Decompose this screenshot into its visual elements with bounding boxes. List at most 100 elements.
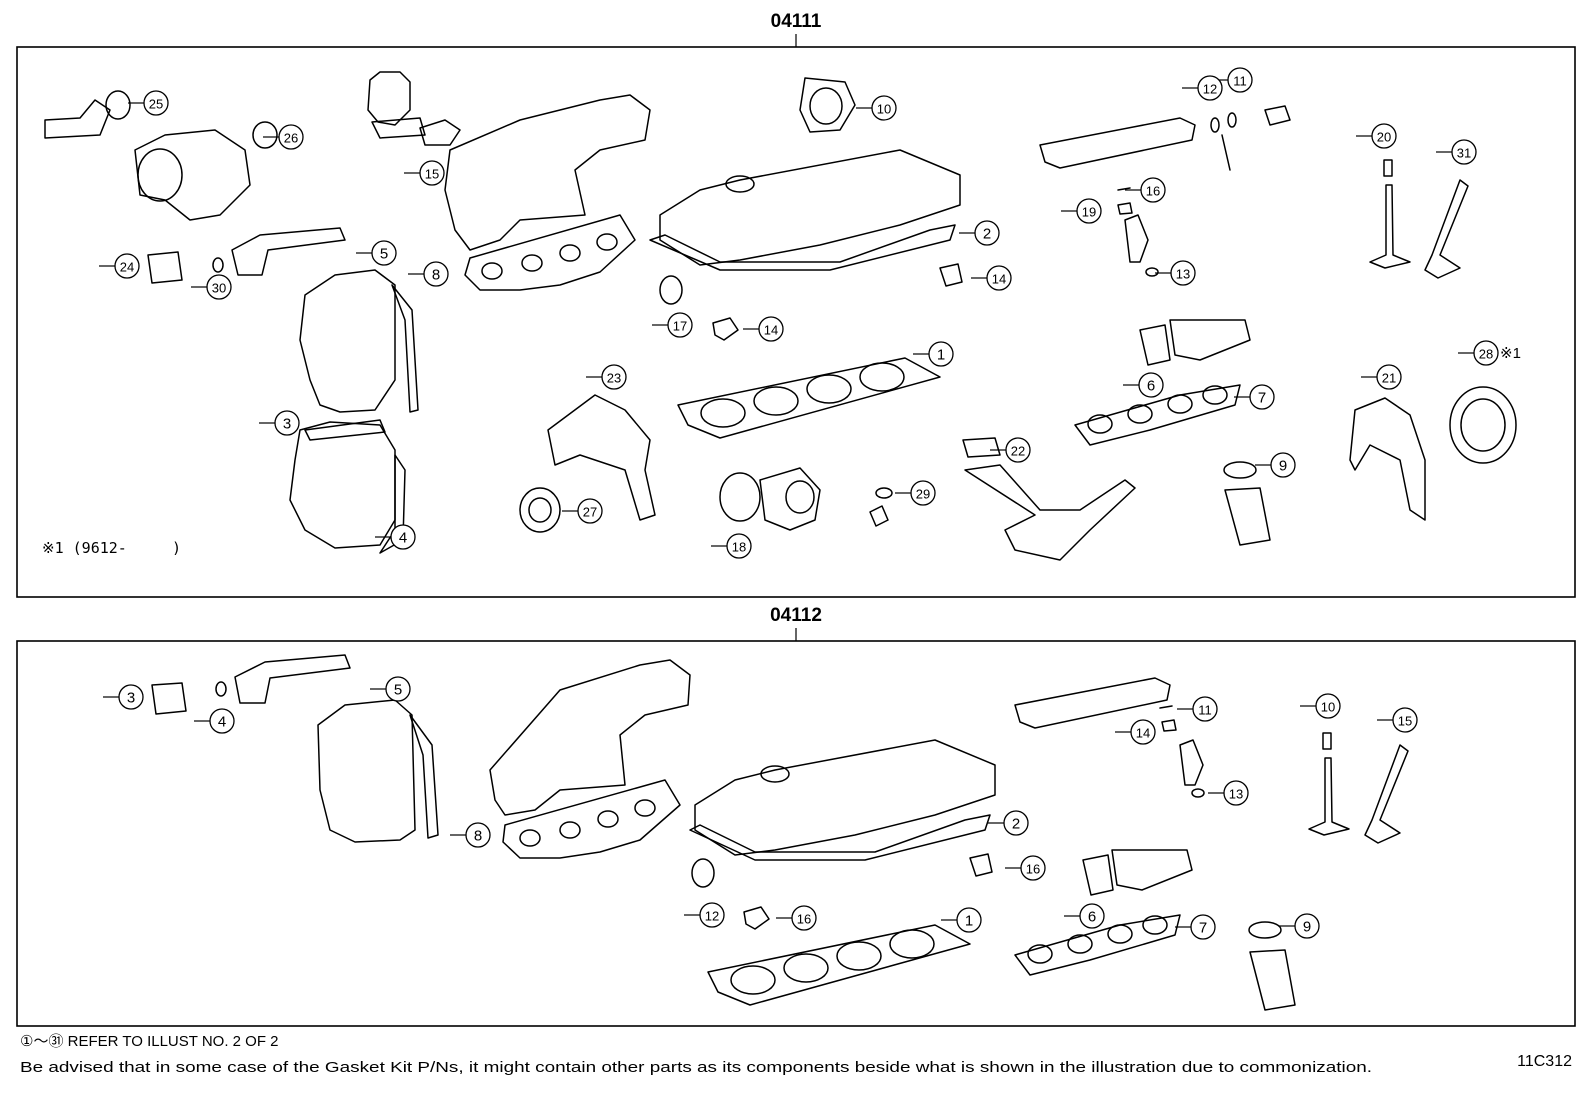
callout-number: 9 [1303,919,1311,936]
callout-number: 16 [1026,862,1040,877]
callout-layer: 1234567891011121314141516171819202122232… [99,67,1521,940]
callout-number: 30 [212,281,226,296]
callout-04111-5: 5 [356,240,397,266]
footer-reference-note: ①～㉛ REFER TO ILLUST NO. 2 OF 2 [20,1033,279,1050]
callout-number: 25 [149,97,163,112]
callout-number: 5 [394,682,402,699]
callout-number: 16 [1146,184,1160,199]
callout-04112-3: 3 [103,684,144,710]
callout-number: 10 [877,102,891,117]
callout-04111-8: 8 [408,261,449,287]
callout-04111-26: 26 [263,124,304,150]
callout-number: 11 [1233,74,1247,89]
callout-04112-5: 5 [370,676,411,702]
callout-number: 13 [1229,787,1243,802]
callout-04111-14: 14 [971,265,1012,291]
callout-04111-11: 11 [1212,67,1253,93]
callout-04111-17: 17 [652,312,693,338]
callout-04111-24: 24 [99,253,140,279]
callout-number: 24 [120,260,134,275]
callout-04112-10: 10 [1300,693,1341,719]
callout-04112-16: 16 [776,905,817,931]
callout-number: 26 [284,131,298,146]
callout-number: 16 [797,912,811,927]
footer-disclaimer: Be advised that in some case of the Gask… [20,1059,1372,1076]
callout-04112-4: 4 [194,708,235,734]
callout-number: 15 [1398,714,1412,729]
callout-number: 29 [916,487,930,502]
callout-04111-28: 28 [1458,340,1499,366]
callout-04111-20: 20 [1356,123,1397,149]
callout-number: 23 [607,371,621,386]
callout-number: 21 [1382,371,1396,386]
callout-04111-18: 18 [711,533,752,559]
callout-number: 3 [127,690,135,707]
callout-04112-14: 14 [1115,719,1156,745]
callout-number: 4 [218,714,226,731]
callout-04111-22: 22 [990,437,1031,463]
callout-04112-11: 11 [1177,696,1218,722]
callout-number: 19 [1082,205,1096,220]
callout-04111-3: 3 [259,410,300,436]
callout-number: 1 [965,913,973,930]
callout-number: 28 [1479,347,1493,362]
callout-number: 2 [983,226,991,243]
callout-number: 12 [1203,82,1217,97]
callout-number: 15 [425,167,439,182]
callout-04111-25: 25 [128,90,169,116]
callout-number: 22 [1011,444,1025,459]
callout-number: 8 [432,267,440,284]
callout-number: 11 [1198,703,1212,718]
callout-04111-14: 14 [743,316,784,342]
section-title-04111: 04111 [771,11,822,32]
callout-number: 7 [1199,920,1207,937]
callout-number: 18 [732,540,746,555]
section-note: ※1 (9612- ) [42,539,181,557]
callout-number: 4 [399,530,407,547]
callout-04111-4: 4 [375,524,416,550]
callout-04111-19: 19 [1061,198,1102,224]
callout-number: 5 [380,246,388,263]
callout-04111-16: 16 [1125,177,1166,203]
callout-number: 9 [1279,458,1287,475]
part-drawings-04111 [44,71,1517,561]
callout-04112-1: 1 [941,907,982,933]
callout-number: 7 [1258,390,1266,407]
callout-04111-13: 13 [1155,260,1196,286]
callout-number: 3 [283,416,291,433]
callout-number: 17 [673,319,687,334]
callout-04111-30: 30 [191,274,232,300]
callout-04111-21: 21 [1361,364,1402,390]
section-panel-04112 [16,640,1576,1027]
callout-04111-2: 2 [959,220,1000,246]
callout-number: 8 [474,828,482,845]
callout-04112-8: 8 [450,822,491,848]
callout-number: 20 [1377,130,1391,145]
illustration-code: 11C312 [1517,1053,1572,1070]
callout-number: 1 [937,347,945,364]
callout-number: 27 [583,505,597,520]
callout-04111-12: 12 [1182,75,1223,101]
section-panel-04111 [16,46,1576,598]
callout-28-marker: ※1 [1500,345,1521,362]
callout-04112-7: 7 [1175,914,1216,940]
callout-04112-13: 13 [1208,780,1249,806]
callout-number: 13 [1176,267,1190,282]
callout-04111-15: 15 [404,160,445,186]
callout-number: 2 [1012,816,1020,833]
callout-04112-9: 9 [1279,913,1320,939]
callout-number: 14 [1136,726,1150,741]
callout-04111-29: 29 [895,480,936,506]
callout-number: 12 [705,909,719,924]
callout-04111-31: 31 [1436,139,1477,165]
section-title-04112: 04112 [770,605,822,626]
callout-04111-1: 1 [913,341,954,367]
callout-04112-2: 2 [988,810,1029,836]
callout-number: 14 [992,272,1006,287]
callout-04111-7: 7 [1234,384,1275,410]
callout-04111-10: 10 [856,95,897,121]
callout-number: 6 [1147,378,1155,395]
callout-number: 14 [764,323,778,338]
part-drawings-04112 [151,654,1409,1011]
